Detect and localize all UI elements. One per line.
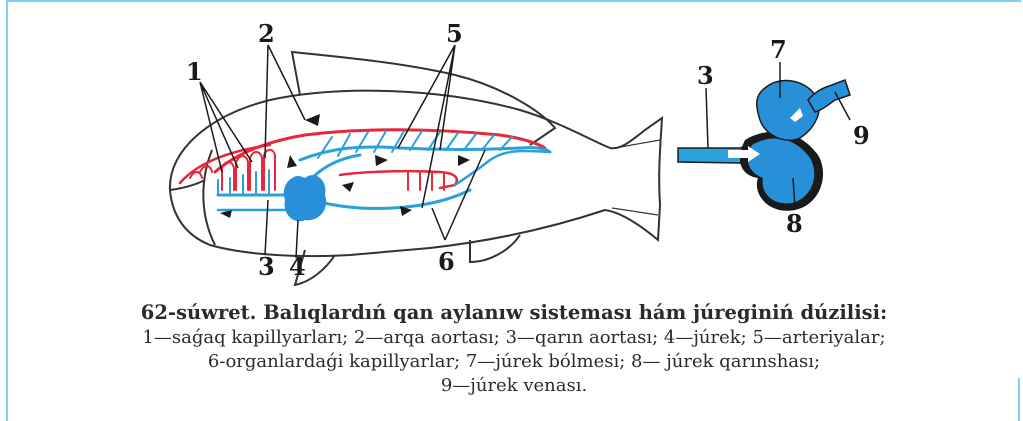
heart-label-8: 8 (786, 209, 803, 238)
gill-arch-1 (222, 162, 234, 190)
cardinal-vein (300, 147, 550, 160)
label-6: 6 (438, 247, 455, 276)
caption-line-2: 6-organlardaǵi kapillyarlar; 7—júrek ból… (8, 350, 1020, 374)
fish-body (170, 52, 662, 285)
leader-lines (200, 45, 485, 258)
caption-title: 62-súwret. Balıqlardıń qan aylanıw siste… (8, 300, 1020, 326)
fish-heart (284, 175, 326, 221)
label-2: 2 (258, 19, 275, 48)
label-1: 1 (186, 57, 203, 86)
caption-line-1: 1—saǵaq kapillyarları; 2—arqa aortası; 3… (8, 326, 1020, 350)
atrium (757, 81, 819, 141)
label-5: 5 (446, 19, 463, 48)
heart-label-7: 7 (770, 35, 787, 64)
heart-label-3: 3 (697, 61, 714, 90)
ventral-arteries (340, 171, 457, 188)
mouth (170, 180, 205, 190)
fish-circulation-diagram: 1 2 5 3 4 6 3 7 9 8 (0, 0, 1023, 300)
figure-caption: 62-súwret. Balıqlardıń qan aylanıw siste… (8, 300, 1020, 398)
label-3: 3 (258, 252, 275, 281)
label-4: 4 (289, 252, 306, 281)
heart-label-9: 9 (853, 121, 870, 150)
caption-line-3: 9—júrek venası. (8, 374, 1020, 398)
